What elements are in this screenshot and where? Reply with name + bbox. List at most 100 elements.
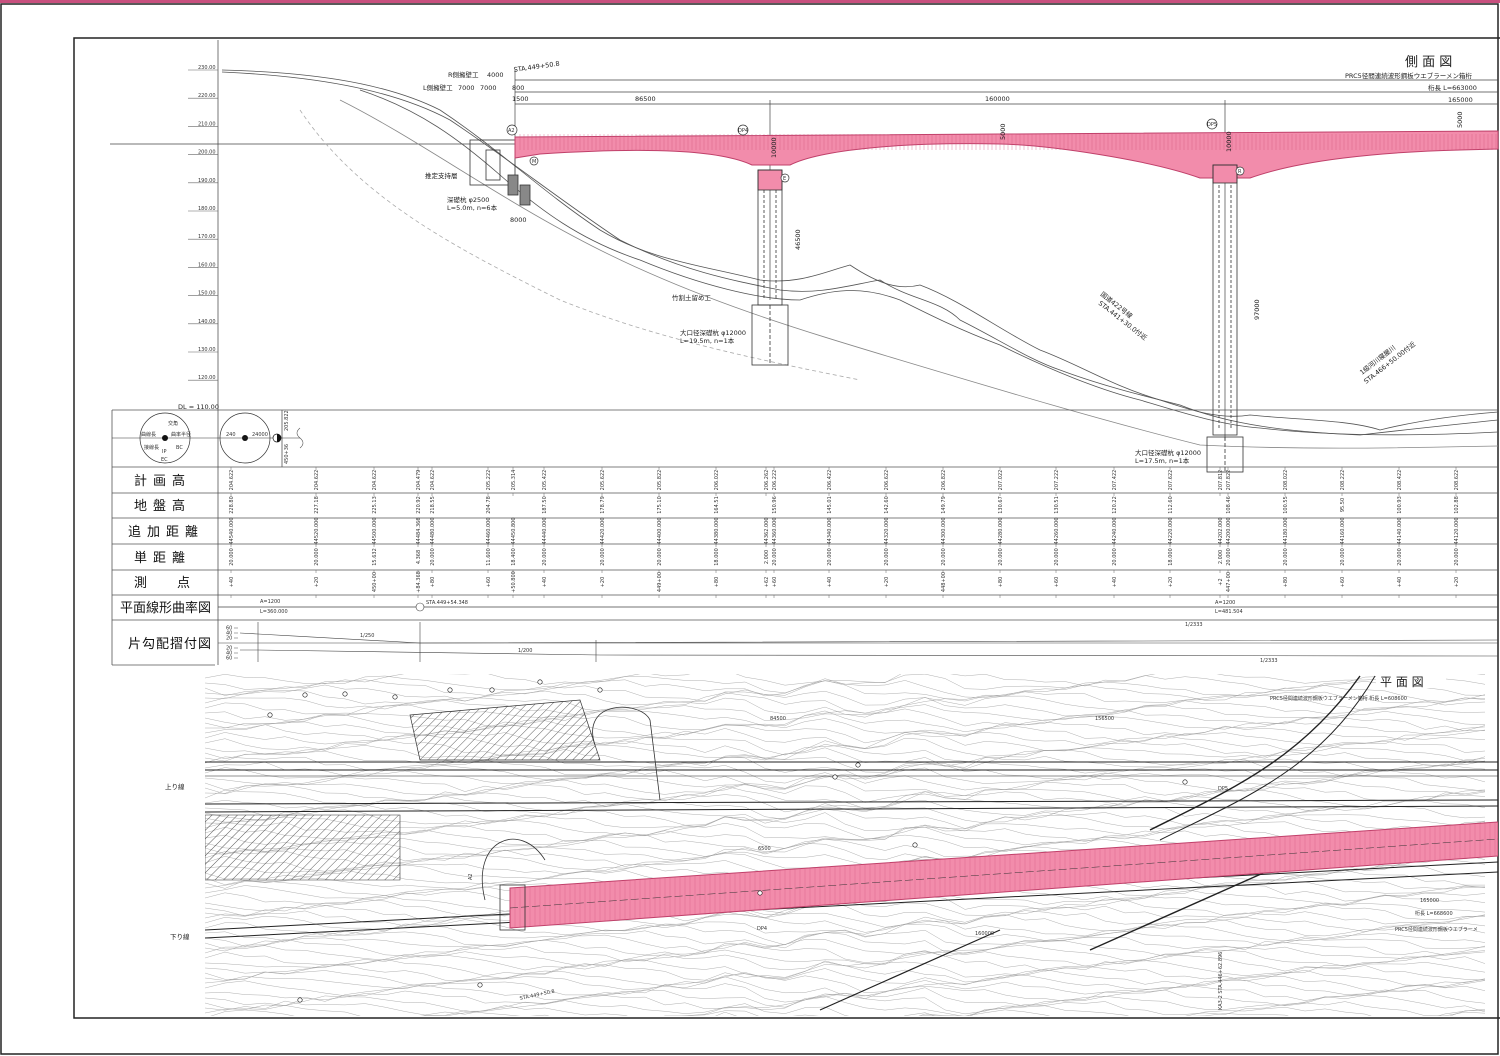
survey-point [392,694,398,700]
outer-frame [0,3,1499,1055]
span-dim: 160000 [985,95,1010,103]
legend-text: 曲線長 [141,431,156,438]
deep-pile-note: 深礎杭 φ2500 [447,195,489,204]
contour-line [205,724,1486,744]
row-labels: 計画高 地盤高 追加距離 単距離 測点 平面線形曲率図 片勾配摺付図 [120,473,211,652]
contour-line [205,916,1486,938]
survey-point [1182,779,1188,785]
contour-line [205,732,1486,756]
profile-data-table: 曲線長 曲率半径 交角 接線長 IP BC EC 240 24000 205.8… [111,409,1499,666]
cell-ground: 130.67 [998,496,1004,514]
legend-circle: 曲線長 曲率半径 交角 接線長 IP BC EC 240 24000 205.8… [112,410,304,464]
contour-line [205,943,1486,963]
survey-point [302,692,308,698]
cell-cum: 44450.800 [511,517,517,544]
dim: 7000 [458,84,475,92]
cell-single: 20.000 [1226,548,1232,566]
plan-subtitle-top: PRC5径間連続波形鋼板ウエブラーメン箱桁 桁長 L=608600 [1270,695,1407,702]
survey-point [447,687,453,693]
dim: 10000 [770,137,778,158]
pier-dp5 [1206,164,1244,473]
plan-title: 平 面 図 [1380,675,1424,689]
contour-line [205,909,1486,928]
scale-label: 40 [226,651,232,657]
elevation-label: 190.00 [198,178,216,184]
contour-line [205,822,1486,842]
caisson-dp4-spec: L=19.5m, n=1本 [680,336,735,345]
contour-line [205,993,1486,1015]
cell-cum: 44484.368 [416,517,422,544]
plan-pier-label: A2 [468,873,474,880]
cell-sta: +80 [1283,577,1289,588]
cell-ground: 130.51 [1054,496,1060,514]
survey-point [297,997,303,1003]
span-dim: 165000 [1448,96,1473,104]
bridge-plan-deck [509,821,1498,929]
contour-line [205,929,1486,949]
survey-point [832,774,838,780]
cell-cum: 44360.000 [772,517,778,544]
cell-cum: 44362.000 [764,517,770,544]
cell-cum: 44160.000 [1340,517,1346,544]
dimension-lines [514,70,1498,440]
contour-line [205,812,1486,832]
cell-cum: 44520.000 [314,517,320,544]
cell-single: 20.000 [1340,548,1346,566]
cell-sta: 448+00 [941,572,947,592]
contour-line [205,791,1486,813]
cell-cum: 44260.000 [1054,517,1060,544]
elevation-label: 230.00 [198,65,216,71]
cell-plan: 206.262 [764,470,770,491]
cell-single: 4.368 [416,550,422,564]
plan-pier-label: DP5 [1218,786,1228,792]
cell-sta: +60 [486,577,492,588]
dim: 46500 [794,229,802,250]
pier-label-dp5: DP5 [1207,122,1217,128]
plan-length: 桁長 L=668600 [1415,910,1453,917]
elevation-label: 130.00 [198,347,216,353]
cell-ground: 102.88 [1454,496,1460,514]
abutment-plan [481,706,661,931]
dim: 97000 [1253,299,1261,320]
plan-title-bg [1376,674,1446,688]
elevation-label: 210.00 [198,121,216,127]
cell-ground: 100.93 [1397,496,1403,514]
cell-cum: 44380.000 [714,517,720,544]
contour-line [205,767,1486,789]
bridge-centerline [509,838,1498,909]
survey-point [342,691,348,697]
bearing-label: R [1238,169,1242,175]
contour-line [205,973,1486,994]
cell-plan: 205.222 [486,470,492,491]
scale-label: 20 [226,646,232,652]
grade-label: 1/250 [360,633,374,639]
cell-cum: 44320.000 [884,517,890,544]
contour-line [205,932,1486,953]
dim: 5000 [999,123,1007,140]
row-label-ground-height: 地盤高 [134,498,191,514]
cell-sta: +50.800 [511,571,517,593]
cell-single: 2.000 [1218,550,1224,564]
cell-single: 20.000 [229,548,235,566]
contour-line [205,728,1486,749]
cell-sta: +20 [1168,577,1174,588]
curve-param: L=360.000 [260,609,288,615]
cell-single: 20.000 [542,548,548,566]
dim: 5000 [1456,111,1464,128]
cell-sta: +20 [1454,577,1460,588]
cell-cum: 44300.000 [941,517,947,544]
cell-single: 20.000 [827,548,833,566]
r-wing-note: R側擁壁工 [448,70,479,79]
cell-sta: +40 [1397,577,1403,588]
plan-view: 上り線 下り線 平 面 図 PRC5径間連続波形鋼板ウエブラーメン箱桁 桁長 L… [165,674,1498,1016]
cell-cum: 44120.000 [1454,517,1460,544]
